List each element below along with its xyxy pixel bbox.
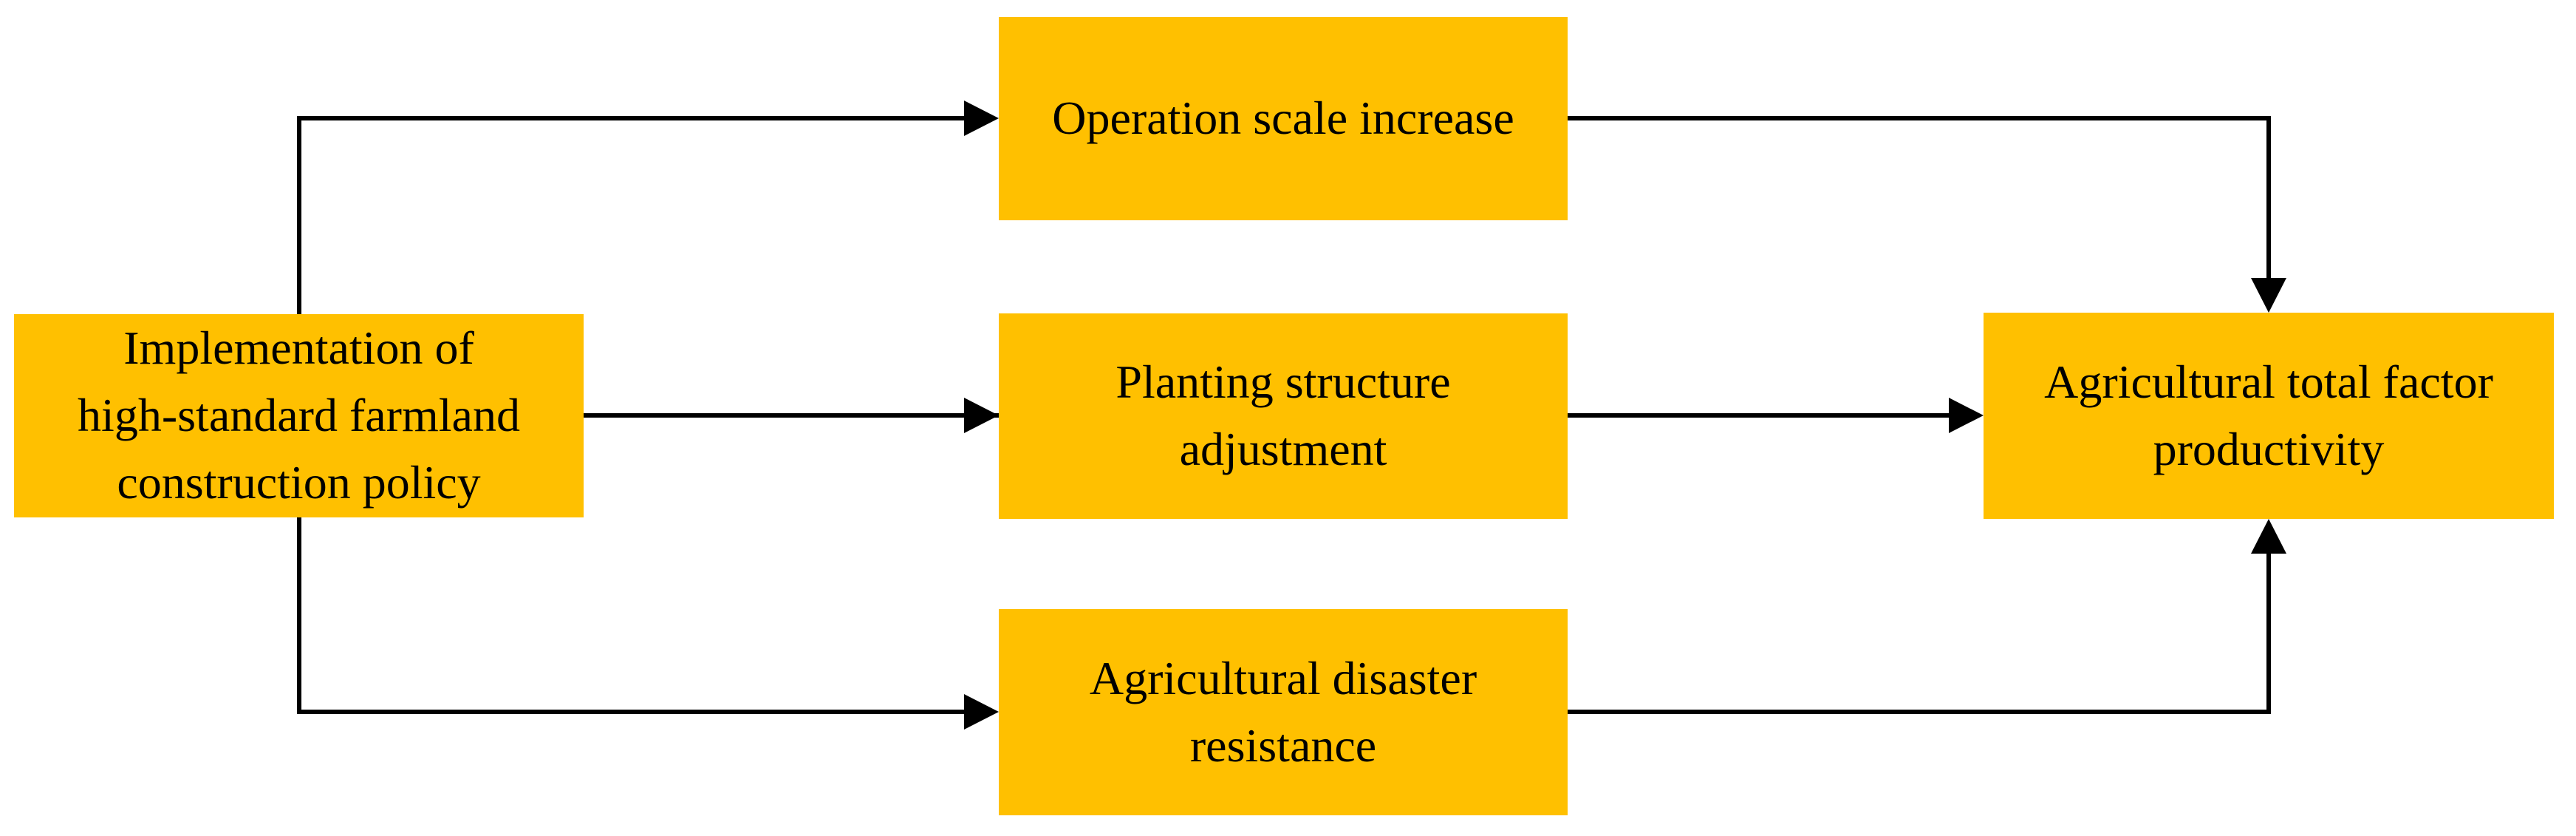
edge-policy-to-disaster-resistance — [297, 517, 966, 714]
node-label-line: Operation scale increase — [1052, 92, 1514, 145]
edge-disaster-resistance-to-tfp — [1568, 551, 2271, 714]
arrowhead-right-icon — [964, 101, 999, 136]
node-label-line: construction policy — [117, 455, 481, 509]
node-label-line: Agricultural total factor — [2044, 355, 2493, 408]
arrowhead-up-icon — [2251, 519, 2286, 554]
node-label-line: high-standard farmland — [78, 389, 520, 442]
node-implementation-policy: Implementation of high-standard farmland… — [14, 314, 584, 517]
node-planting-structure-adjustment: Planting structure adjustment — [999, 313, 1568, 519]
arrowhead-right-icon — [1949, 398, 1984, 433]
node-label-line: Implementation of — [123, 322, 474, 375]
node-label-line: Planting structure — [1116, 356, 1451, 409]
node-label-line: productivity — [2153, 422, 2385, 475]
edge-policy-to-operation-scale — [297, 116, 966, 314]
node-label-line: resistance — [1189, 718, 1377, 772]
node-label-line: adjustment — [1179, 423, 1387, 475]
arrowhead-down-icon — [2251, 278, 2286, 313]
node-operation-scale-increase: Operation scale increase — [999, 17, 1568, 220]
arrowhead-right-icon — [964, 398, 999, 433]
edge-operation-scale-to-tfp — [1568, 116, 2271, 280]
node-agricultural-disaster-resistance: Agricultural disaster resistance — [999, 609, 1568, 815]
node-label-line: Agricultural disaster — [1089, 651, 1477, 704]
node-agricultural-total-factor-productivity: Agricultural total factor productivity — [1984, 313, 2554, 519]
arrowhead-right-icon — [964, 694, 999, 730]
